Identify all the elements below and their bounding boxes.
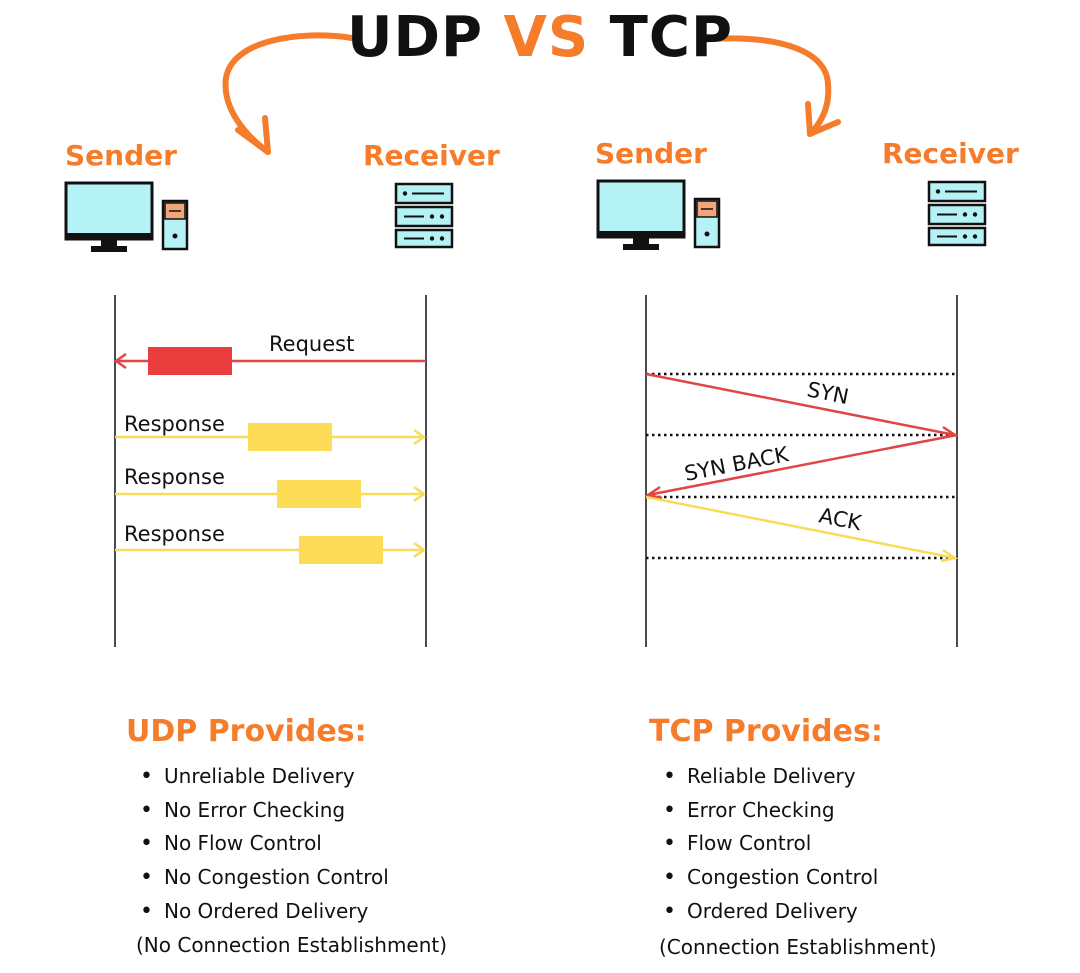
udp-feature-item: No Ordered Delivery [140,895,389,929]
title-vs: VS [503,5,590,70]
page-title: UDP VS TCP [0,6,1080,70]
udp-receiver-label: Receiver [363,139,500,172]
tcp-sender-label: Sender [595,137,707,170]
udp-request-arrow [113,347,426,375]
udp-response-packet-2 [277,480,361,508]
curved-arrow-left [222,32,355,155]
udp-feature-item: No Flow Control [140,827,389,861]
tcp-ack-arrow [645,495,959,563]
tcp-time-markers [646,372,957,560]
udp-sender-computer-icon [64,181,189,252]
udp-response-packet-3 [299,536,383,564]
tcp-feature-item: Flow Control [663,827,878,861]
curved-arrow-right [697,35,841,137]
tcp-feature-item: Congestion Control [663,861,878,895]
udp-response-label-2: Response [124,465,225,489]
tcp-syn-label: SYN [805,377,851,409]
tcp-feature-list: Reliable Delivery Error Checking Flow Co… [663,760,878,928]
udp-response-packet-1 [248,423,332,451]
tcp-note: (Connection Establishment) [659,935,937,959]
udp-receiver-server-icon [394,182,454,249]
udp-response-arrow-3 [115,536,427,564]
tcp-receiver-server-icon [927,180,987,247]
tcp-syn-arrow [645,372,959,440]
title-udp: UDP [346,5,483,70]
udp-response-arrow-1 [115,423,427,451]
tcp-feature-item: Ordered Delivery [663,895,878,929]
udp-feature-list: Unreliable Delivery No Error Checking No… [140,760,389,928]
udp-feature-item: No Error Checking [140,794,389,828]
tcp-syn-back-arrow [644,433,958,500]
udp-feature-item: Unreliable Delivery [140,760,389,794]
tcp-receiver-label: Receiver [882,137,1019,170]
udp-response-label-3: Response [124,522,225,546]
tcp-provides-title: TCP Provides: [649,714,883,749]
tcp-ack-label: ACK [817,503,864,535]
udp-sender-label: Sender [65,139,177,172]
udp-request-packet [148,347,232,375]
udp-response-label-1: Response [124,412,225,436]
udp-request-label: Request [269,332,354,356]
udp-response-arrow-2 [115,480,427,508]
tcp-sender-computer-icon [596,179,721,250]
udp-provides-title: UDP Provides: [126,714,367,749]
udp-feature-item: No Congestion Control [140,861,389,895]
title-tcp: TCP [609,5,733,70]
tcp-feature-item: Reliable Delivery [663,760,878,794]
udp-note: (No Connection Establishment) [136,933,448,957]
tcp-syn-back-label: SYN BACK [682,442,791,486]
tcp-feature-item: Error Checking [663,794,878,828]
